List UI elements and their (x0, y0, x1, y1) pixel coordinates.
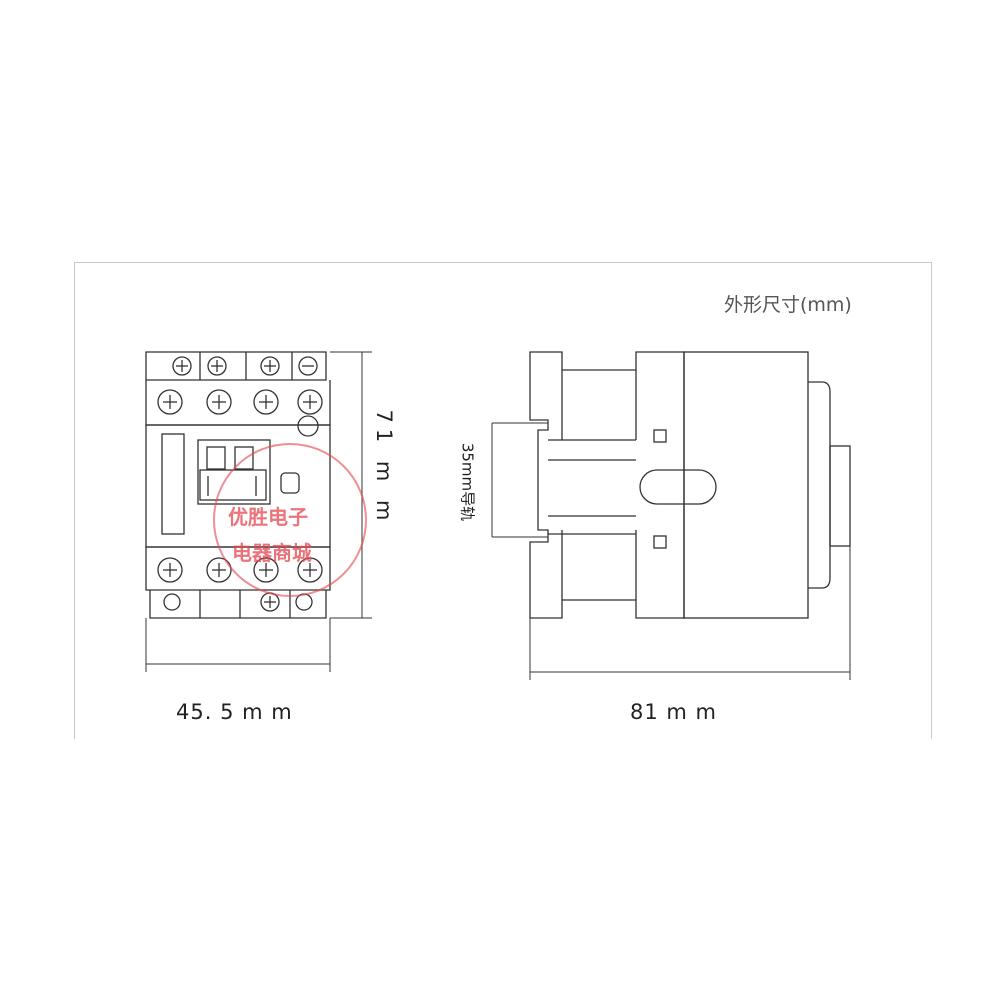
side-view (491, 351, 851, 680)
front-width-dimension: 45. 5 m m (176, 700, 293, 724)
front-view (145, 351, 372, 672)
watermark-text-line1: 优胜电子 (228, 505, 308, 529)
side-depth-dimension: 81 m m (630, 700, 717, 724)
rail-dimension: 35mm导轨 (458, 442, 477, 522)
top-screws (157, 356, 323, 437)
watermark-text-line2: 电器商城 (232, 541, 312, 565)
watermark-seal (213, 443, 367, 597)
title-label: 外形尺寸(mm) (724, 294, 852, 316)
height-dimension: 71 m m (372, 409, 396, 527)
